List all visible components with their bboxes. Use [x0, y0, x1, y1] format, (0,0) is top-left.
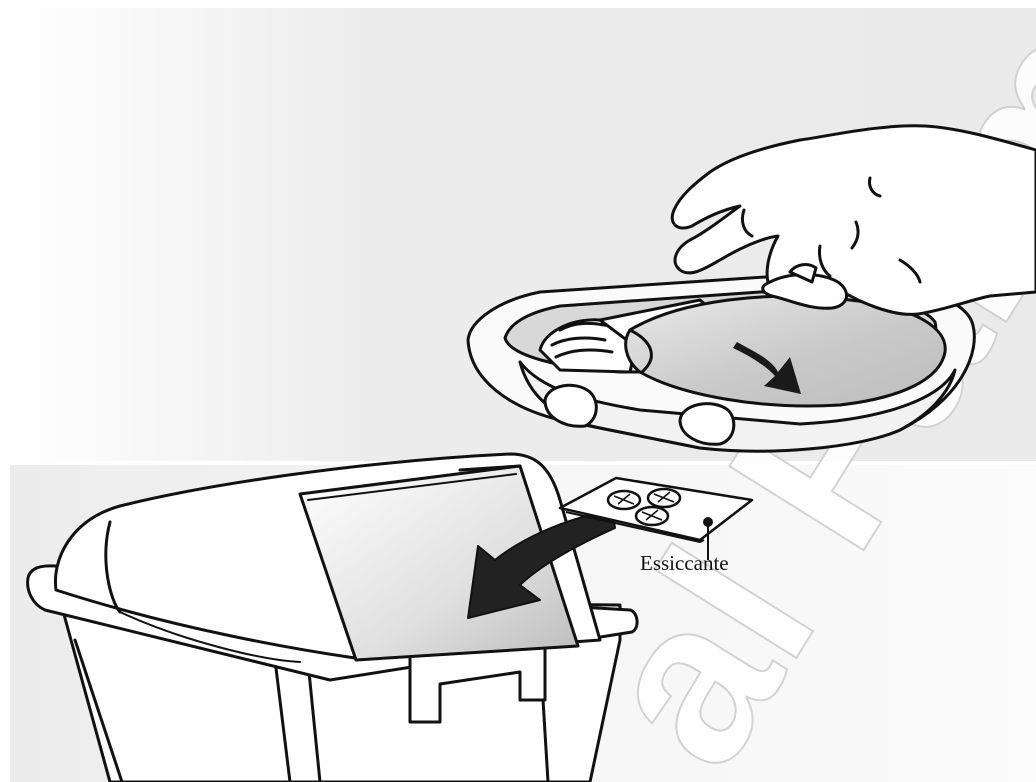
callout-dot [703, 517, 713, 527]
desiccant-label: Essiccante [640, 551, 729, 576]
